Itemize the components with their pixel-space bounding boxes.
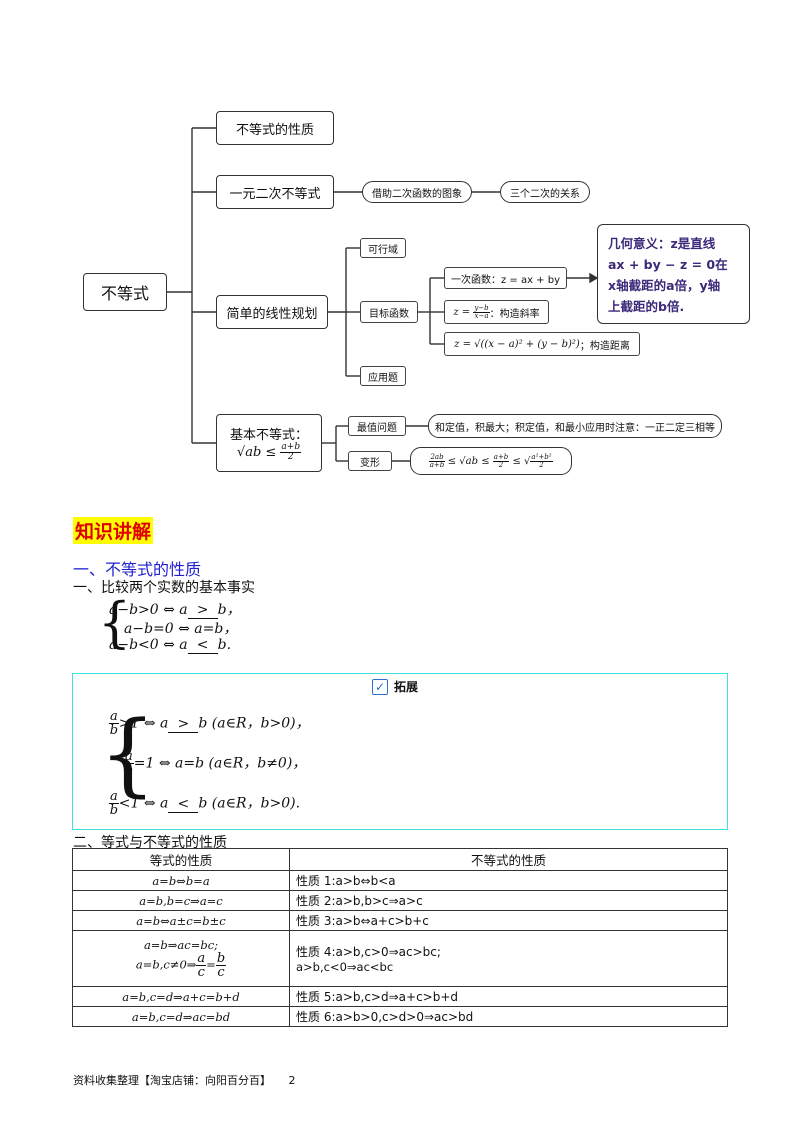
section1-title: 一、不等式的性质 <box>73 560 202 579</box>
properties-table: 等式的性质 不等式的性质 a=b⇔b=a 性质 1:a>b⇔b<a a=b,b=… <box>72 848 728 1027</box>
row4-right-line2: a>b,c<0⇒ac<bc <box>296 960 394 974</box>
note-line-2: ax + by − z = 0在 <box>608 257 728 272</box>
extension-label: 拓展 <box>394 680 419 694</box>
node-application: 应用题 <box>360 366 406 386</box>
table-cell: 性质 1:a>b⇔b<a <box>289 870 728 891</box>
note-line-4: 上截距的b倍. <box>608 299 685 314</box>
section-title: 知识讲解 <box>73 517 154 544</box>
basic-inequality-title: 基本不等式： <box>229 428 308 443</box>
node-extremum: 最值问题 <box>348 416 406 436</box>
note-line-1: 几何意义：z是直线 <box>608 236 716 251</box>
table-header-equality: 等式的性质 <box>72 848 290 871</box>
note-line-3: x轴截距的a倍，y轴 <box>608 278 721 293</box>
geometric-meaning-note: 几何意义：z是直线 ax + by − z = 0在 x轴截距的a倍，y轴 上截… <box>597 224 750 324</box>
fact-line-1: a−b>0 ⇔ a>b， <box>109 602 241 619</box>
table-row: a=b,b=c⇒a=c 性质 2:a>b,b>c⇒a>c <box>72 890 728 911</box>
mindmap-root: 不等式 <box>83 273 167 311</box>
table-cell: 性质 5:a>b,c>d⇒a+c>b+d <box>289 986 728 1007</box>
fact-line-2: a−b=0 ⇔ a=b， <box>124 621 238 637</box>
footer-source: 资料收集整理【淘宝店铺：向阳百分百】 <box>73 1074 271 1087</box>
sub1-title: 一、比较两个实数的基本事实 <box>73 580 255 596</box>
table-header-row: 等式的性质 不等式的性质 <box>72 848 728 871</box>
table-cell: 性质 2:a>b,b>c⇒a>c <box>289 890 728 911</box>
table-header-inequality: 不等式的性质 <box>289 848 728 871</box>
table-cell: a=b⇔b=a <box>72 870 290 891</box>
table-cell: a=b,c=d⇒ac=bd <box>72 1006 290 1027</box>
table-cell: a=b,c=d⇒a+c=b+d <box>72 986 290 1007</box>
mindmap-connectors <box>167 127 599 462</box>
node-feasible-region: 可行域 <box>360 238 406 258</box>
table-cell: 性质 4:a>b,c>0⇒ac>bc; a>b,c<0⇒ac<bc <box>289 930 728 987</box>
page-number: 2 <box>288 1074 296 1087</box>
basic-facts-brace: { <box>98 591 132 655</box>
table-cell: 性质 3:a>b⇔a+c>b+c <box>289 910 728 931</box>
fact-line-3: a−b<0 ⇔ a<b. <box>109 637 232 654</box>
sub2-title: 二、等式与不等式的性质 <box>73 835 227 851</box>
slope-suffix: ：构造斜率 <box>489 308 540 320</box>
branch-linear-programming: 简单的线性规划 <box>216 295 328 329</box>
pill-three-quadratics: 三个二次的关系 <box>500 181 590 203</box>
table-row: a=b⇔a±c=b±c 性质 3:a>b⇔a+c>b+c <box>72 910 728 931</box>
row4-right-line1: 性质 4:a>b,c>0⇒ac>bc; <box>296 945 441 959</box>
extension-header: ✓ 拓展 <box>372 678 418 695</box>
node-objective-function: 目标函数 <box>360 301 418 323</box>
node-transform: 变形 <box>348 451 392 471</box>
pill-quadratic-graph: 借助二次函数的图象 <box>362 181 472 203</box>
page-footer: 资料收集整理【淘宝店铺：向阳百分百】 2 <box>73 1072 296 1088</box>
table-row: a=b,c=d⇒ac=bd 性质 6:a>b>0,c>d>0⇒ac>bd <box>72 1006 728 1027</box>
extension-brace: { <box>99 702 157 807</box>
extremum-rule: 和定值，积最大；积定值，和最小应用时注意：一正二定三相等 <box>428 414 722 438</box>
table-cell: 性质 6:a>b>0,c>d>0⇒ac>bd <box>289 1006 728 1027</box>
table-row: a=b,c=d⇒a+c=b+d 性质 5:a>b,c>d⇒a+c>b+d <box>72 986 728 1007</box>
node-distance: z = √((x − a)² + (y − b)²) ；构造距离 <box>444 332 640 356</box>
branch-quadratic-inequality: 一元二次不等式 <box>216 175 334 209</box>
distance-suffix: ；构造距离 <box>579 340 630 352</box>
table-cell: a=b⇔a±c=b±c <box>72 910 290 931</box>
table-row: a=b⇔b=a 性质 1:a>b⇔b<a <box>72 870 728 891</box>
row4-left-line1: a=b⇒ac=bc; <box>143 938 219 952</box>
checkbox-icon: ✓ <box>372 678 388 695</box>
node-linear-function: 一次函数：z = ax + by <box>444 267 567 289</box>
table-cell: a=b,b=c⇒a=c <box>72 890 290 911</box>
branch-inequality-properties: 不等式的性质 <box>216 111 334 145</box>
extension-box <box>72 673 728 830</box>
